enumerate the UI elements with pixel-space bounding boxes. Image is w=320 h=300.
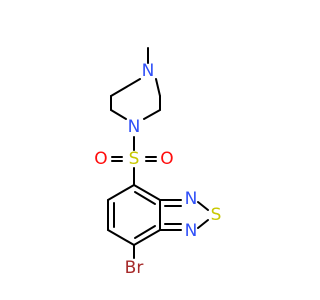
atom-n-ring-bottom: N	[185, 221, 198, 241]
atom-n-sulfonyl: N	[128, 117, 141, 137]
atom-o-left: O	[94, 149, 107, 169]
molecule-structure: N N S O O N S N Br	[94, 47, 221, 278]
bond-piperazine-3	[110, 109, 127, 120]
bond-piperazine-6	[143, 109, 161, 120]
atom-br: Br	[125, 258, 144, 278]
atom-n-methyl: N	[142, 61, 155, 81]
bond-benzene-6	[133, 184, 161, 201]
bond-benzene-3	[107, 229, 135, 246]
atom-o-right: O	[160, 149, 173, 169]
bond-thiadiazole-2	[197, 201, 209, 211]
atom-s-ring: S	[211, 205, 222, 225]
atom-s-sulfonyl: S	[129, 149, 140, 169]
atom-labels: N N S O O N S N Br	[94, 61, 221, 278]
bond-benzene-4	[133, 229, 161, 246]
bond-benzene-4b	[134, 225, 156, 239]
bond-piperazine-1	[110, 78, 141, 97]
bonds	[107, 47, 209, 259]
bond-piperazine-5	[155, 78, 161, 97]
bond-benzene-6b	[134, 191, 156, 205]
bond-benzene-1	[107, 184, 135, 201]
bond-thiadiazole-3	[197, 219, 209, 229]
atom-n-ring-top: N	[185, 189, 198, 209]
